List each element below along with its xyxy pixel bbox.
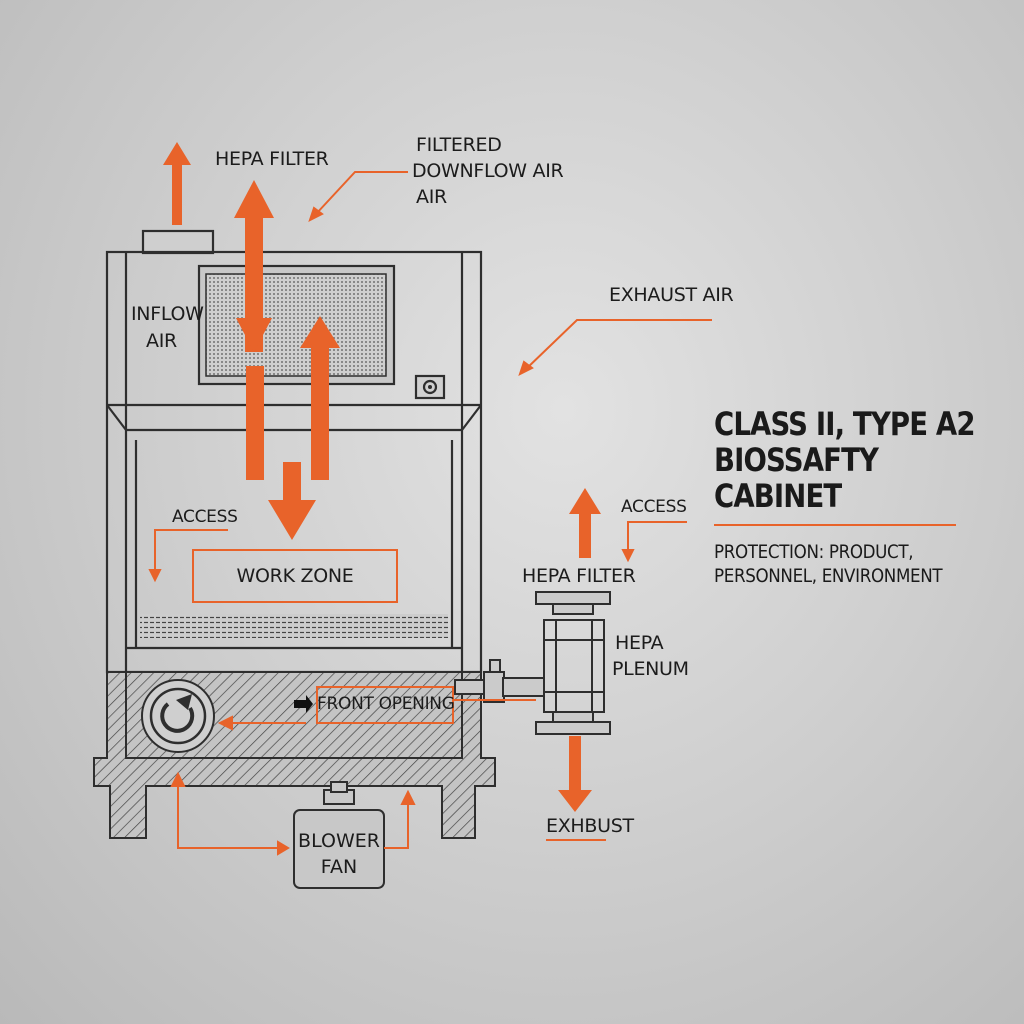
front-opening-pointer: [294, 695, 313, 713]
access-left-label: ACCESS: [172, 507, 238, 527]
title-line-1: CLASS II, TYPE A2: [714, 405, 975, 443]
filtered-label: FILTERED: [416, 134, 502, 156]
subtitle-line-2: PERSONNEL, ENVIRONMENT: [714, 565, 943, 587]
leader-lines: [148, 171, 712, 856]
right-up-arrow: [569, 488, 601, 558]
front-opening-box: [316, 686, 454, 724]
work-zone-box: [192, 549, 398, 603]
inflow-label: INFLOW: [131, 303, 204, 325]
exhaust-up-arrow: [163, 142, 191, 225]
hepa-filter-top-label: HEPA FILTER: [215, 148, 329, 170]
exhaust-label: EXHBUST: [546, 815, 634, 837]
plenum-label: PLENUM: [612, 658, 689, 680]
cabinet-body: [105, 229, 483, 674]
access-right-label: ACCESS: [621, 497, 687, 517]
work-zone-label: WORK ZONE: [236, 565, 354, 587]
blower-fan-label: BLOWER FAN: [294, 828, 384, 880]
subtitle: PROTECTION: PRODUCT, PERSONNEL, ENVIRONM…: [714, 540, 943, 588]
blower-fan-housing: [141, 679, 215, 753]
hepa-label: HEPA: [615, 632, 664, 654]
downflow-air-label: DOWNFLOW AIR: [412, 160, 564, 182]
inner-up-arrow: [300, 316, 340, 480]
subtitle-line-1: PROTECTION: PRODUCT,: [714, 541, 914, 563]
exhaust-down-arrow: [558, 736, 592, 812]
hepa-plenum-assembly: [454, 591, 611, 735]
exhaust-air-label: EXHAUST AIR: [609, 284, 734, 306]
inflow-air-label: AIR: [146, 330, 177, 352]
cabinet-base: [93, 671, 496, 839]
title-divider: [714, 524, 956, 526]
downflow-up-arrow: [234, 180, 274, 352]
airflow-arrows: [163, 142, 601, 812]
hepa-filter-right-label: HEPA FILTER: [522, 565, 636, 587]
front-opening-label: FRONT OPENING: [317, 694, 455, 714]
fan-label: FAN: [320, 856, 358, 878]
title-line-3: CABINET: [714, 477, 842, 515]
blower-label: BLOWER: [298, 830, 380, 852]
downflow-down-arrow: [268, 462, 316, 540]
title-line-2: BIOSSAFTY: [714, 441, 879, 479]
work-surface-grate: [140, 614, 448, 638]
exhaust-collar: [141, 229, 215, 255]
page-title: CLASS II, TYPE A2 BIOSSAFTY CABINET: [714, 406, 975, 514]
air-label: AIR: [416, 186, 447, 208]
